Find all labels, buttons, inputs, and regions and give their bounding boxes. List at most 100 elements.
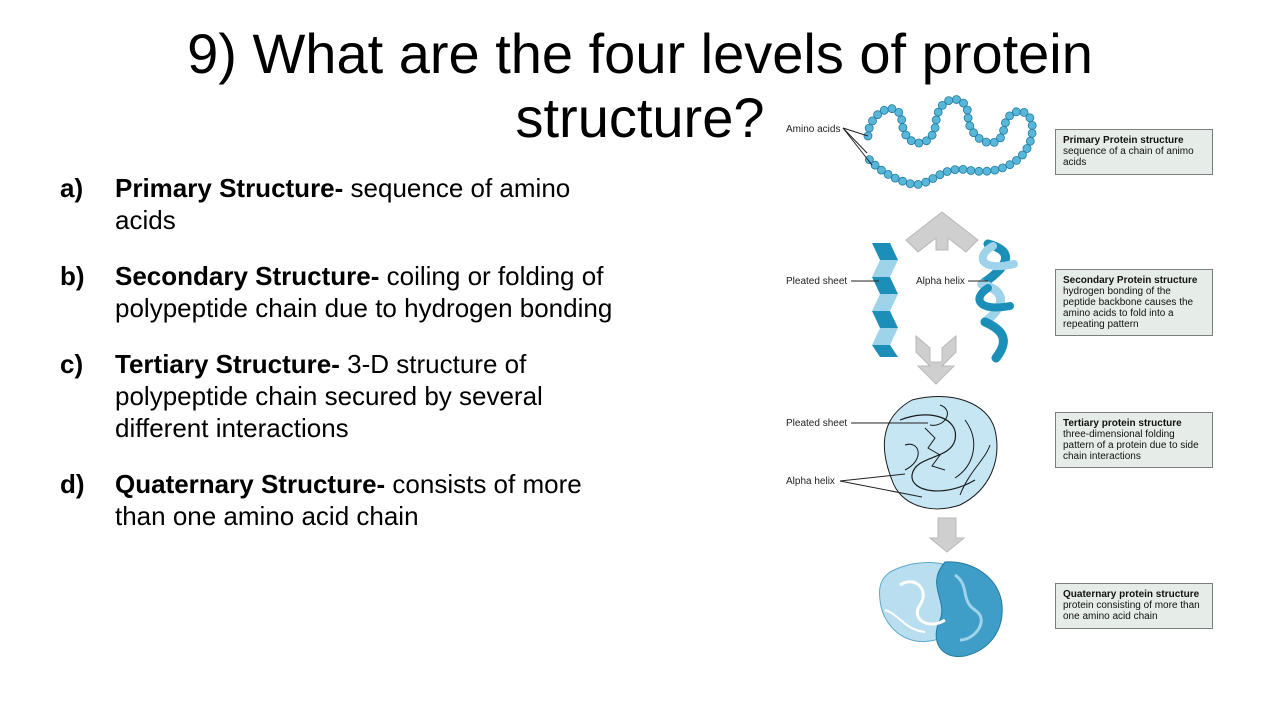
pleated-sheet — [872, 243, 898, 357]
label-alpha-helix-tertiary: Alpha helix — [786, 476, 835, 487]
amino-acid-bead — [998, 163, 1007, 173]
level-desc: sequence of amino acids — [115, 173, 571, 235]
amino-acid-bead — [1018, 150, 1027, 160]
amino-acid-bead — [1019, 108, 1029, 117]
amino-acid-bead — [1025, 136, 1035, 146]
levels-list: a) Primary Structure- sequence of amino … — [60, 172, 620, 556]
level-marker: a) — [60, 173, 84, 203]
amino-acid-bead — [963, 113, 973, 123]
amino-acid-bead — [950, 165, 960, 175]
alpha-helix — [975, 239, 1018, 363]
amino-acid-bead — [944, 96, 954, 105]
amino-acid-bead — [989, 137, 999, 147]
amino-acid-bead — [974, 166, 984, 176]
label-amino-acids: Amino acids — [786, 124, 840, 135]
amino-acid-bead — [1011, 107, 1021, 117]
split-arrow — [905, 211, 979, 253]
amino-acid-bead — [873, 110, 882, 120]
secondary-structure-box: Secondary Protein structure hydrogen bon… — [1055, 269, 1213, 336]
level-term: Secondary Structure- — [115, 261, 380, 291]
amino-acid-bead — [879, 105, 889, 115]
slide-title: 9) What are the four levels of protein s… — [187, 22, 1093, 149]
amino-acid-bead — [942, 167, 952, 176]
level-item-quaternary: d) Quaternary Structure- consists of mor… — [60, 468, 620, 532]
amino-acid-bead — [883, 169, 893, 179]
amino-acid-bead — [906, 136, 916, 146]
amino-acid-bead — [1012, 155, 1021, 165]
merge-arrow — [915, 334, 957, 385]
amino-acid-bead — [981, 137, 991, 147]
primary-structure-box: Primary Protein structure sequence of a … — [1055, 129, 1213, 175]
amino-acid-bead — [913, 179, 923, 189]
amino-acid-bead — [927, 130, 937, 140]
amino-acid-bead — [974, 133, 984, 143]
box-desc: hydrogen bonding of the peptide backbone… — [1063, 286, 1194, 330]
box-title: Primary Protein structure — [1063, 135, 1184, 146]
amino-acid-bead — [914, 138, 924, 148]
level-marker: d) — [60, 469, 85, 499]
tertiary-structure — [883, 396, 998, 510]
amino-acid-bead — [999, 125, 1008, 135]
level-desc: coiling or folding of polypeptide chain … — [115, 261, 613, 323]
amino-acid-bead — [935, 170, 945, 180]
amino-acid-bead — [933, 107, 943, 117]
down-arrow — [928, 517, 966, 553]
amino-acid-bead — [996, 133, 1005, 143]
label-alpha-helix: Alpha helix — [916, 276, 965, 287]
level-desc: 3-D structure of polypeptide chain secur… — [115, 349, 543, 443]
amino-acid-bead — [1005, 160, 1015, 170]
amino-acid-bead — [877, 165, 886, 175]
amino-acid-bead — [1001, 118, 1010, 128]
box-title: Tertiary protein structure — [1063, 418, 1182, 429]
box-title: Quaternary protein structure — [1063, 589, 1200, 600]
amino-acid-bead — [1025, 113, 1035, 123]
level-marker: c) — [60, 349, 84, 379]
amino-acid-bead — [897, 115, 907, 125]
box-desc: three-dimensional folding pattern of a p… — [1063, 429, 1199, 462]
amino-acid-bead — [937, 101, 947, 110]
amino-acid-bead — [887, 104, 897, 114]
level-term: Primary Structure- — [115, 173, 344, 203]
amino-acid-chain — [863, 95, 1037, 189]
amino-acid-bead — [921, 177, 931, 187]
amino-acid-bead — [952, 95, 961, 104]
quaternary-structure — [879, 561, 1003, 657]
level-marker: b) — [60, 261, 85, 291]
level-item-tertiary: c) Tertiary Structure- 3-D structure of … — [60, 348, 620, 444]
level-term: Quaternary Structure- — [115, 469, 386, 499]
amino-acid-bead — [959, 98, 968, 108]
box-title: Secondary Protein structure — [1063, 275, 1198, 286]
level-desc: consists of more than one amino acid cha… — [115, 469, 582, 531]
amino-acid-bead — [962, 105, 972, 115]
amino-acid-bead — [898, 176, 907, 186]
amino-acid-bead — [969, 128, 978, 138]
amino-acid-bead — [868, 116, 877, 126]
amino-acid-bead — [990, 165, 1000, 175]
amino-acid-bead — [890, 173, 900, 183]
amino-acid-bead — [898, 123, 908, 132]
label-pleated-sheet: Pleated sheet — [786, 276, 847, 287]
amino-acid-bead — [1022, 144, 1032, 153]
amino-acid-bead — [1027, 121, 1037, 130]
amino-acid-bead — [966, 166, 976, 175]
label-pleated-sheet-tertiary: Pleated sheet — [786, 418, 847, 429]
level-item-secondary: b) Secondary Structure- coiling or foldi… — [60, 260, 620, 324]
amino-acid-pointers — [842, 127, 873, 166]
amino-acid-bead — [922, 136, 931, 146]
amino-acid-bead — [1027, 128, 1037, 138]
tertiary-structure-box: Tertiary protein structure three-dimensi… — [1055, 412, 1213, 468]
box-desc: sequence of a chain of animo acids — [1063, 146, 1194, 168]
amino-acid-bead — [864, 123, 874, 133]
amino-acid-bead — [982, 166, 992, 176]
amino-acid-bead — [958, 164, 968, 174]
amino-acid-bead — [870, 160, 880, 170]
level-term: Tertiary Structure- — [115, 349, 340, 379]
amino-acid-bead — [865, 155, 874, 165]
amino-acid-bead — [965, 121, 975, 131]
quaternary-structure-box: Quaternary protein structure protein con… — [1055, 583, 1213, 629]
amino-acid-bead — [928, 174, 938, 183]
amino-acid-bead — [930, 123, 940, 133]
amino-acid-bead — [894, 108, 904, 117]
box-desc: protein consisting of more than one amin… — [1063, 600, 1200, 622]
